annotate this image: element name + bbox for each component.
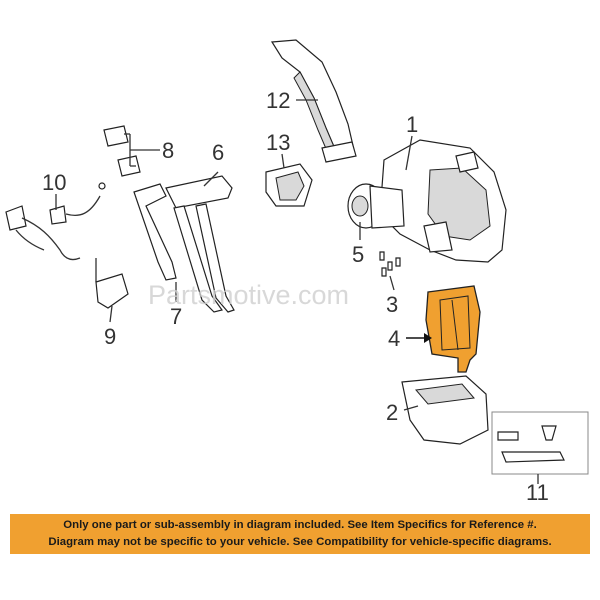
callout-2: 2 [386,400,398,425]
part-13-vent [265,163,313,207]
part-11-box [491,411,589,475]
watermark: Partsmotive.com [148,280,349,310]
callout-8: 8 [162,138,174,163]
callout-1: 1 [406,112,418,137]
callout-4: 4 [388,326,400,351]
part-6-heater-core [165,175,235,313]
part-7-tubes [133,183,177,281]
part-12-duct [270,39,357,163]
callout-7: 7 [170,304,182,329]
part-2-lower-housing [401,375,489,445]
callout-3: 3 [386,292,398,317]
part-5-blower [347,183,405,229]
disclaimer-banner: Only one part or sub-assembly in diagram… [10,514,590,554]
callout-13: 13 [266,130,290,155]
disclaimer-line-2: Diagram may not be specific to your vehi… [48,536,552,548]
callout-6: 6 [212,140,224,165]
callout-9: 9 [104,324,116,349]
disclaimer-line-1: Only one part or sub-assembly in diagram… [63,519,537,531]
part-4-arrow [406,333,432,343]
part-8-clips [103,125,141,177]
part-9-sensor [95,258,129,309]
callout-12: 12 [266,88,290,113]
part-4-highlighted [425,285,481,373]
callout-10: 10 [42,170,66,195]
callout-11: 11 [526,480,549,505]
callout-5: 5 [352,242,364,267]
part-1-housing [379,139,507,263]
part-10-harness [5,182,106,261]
part-3-screws [379,251,401,277]
leader-lines [55,99,539,484]
